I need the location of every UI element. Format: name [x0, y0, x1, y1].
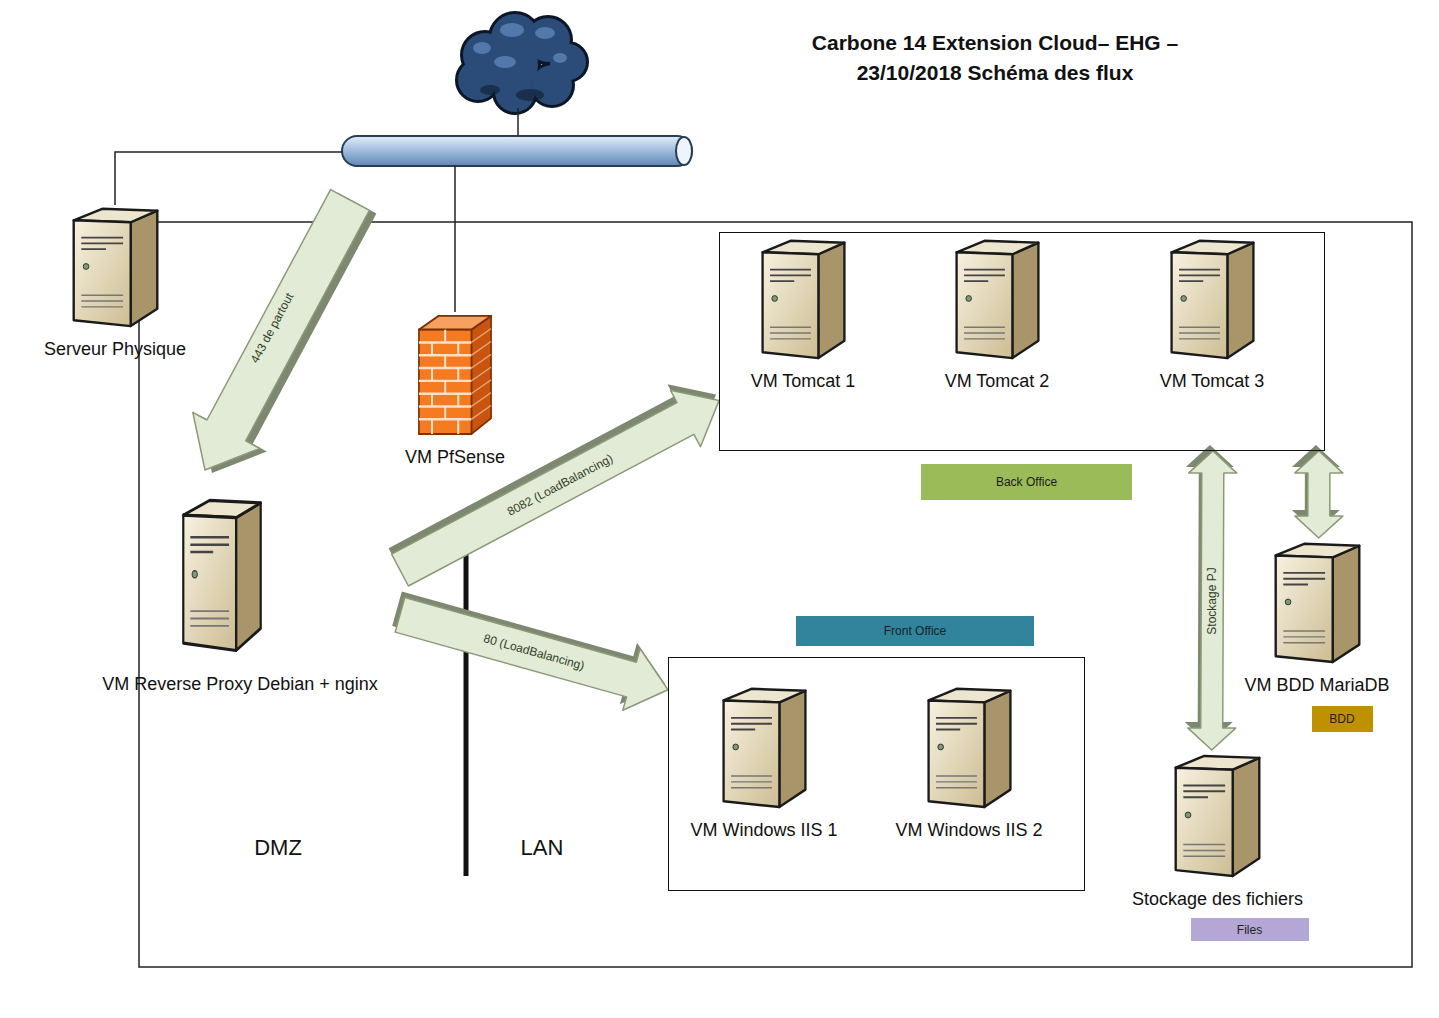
node-label: VM Tomcat 1 — [751, 370, 856, 392]
block-arrow — [392, 592, 668, 711]
arrow-shadow — [392, 592, 665, 705]
edge-label: Stockage PJ — [1205, 567, 1219, 634]
group-box: Front OfficeVM Windows IIS 1VM Windows I… — [668, 657, 1085, 891]
arrow-shadow — [1292, 445, 1340, 532]
arrow-shadow — [1185, 445, 1234, 744]
server-icon — [1270, 538, 1365, 664]
server-node: VM Windows IIS 2 — [879, 683, 1059, 873]
node-label: VM Tomcat 2 — [945, 370, 1050, 392]
tag-band: BDD — [1312, 706, 1373, 732]
node-label: VM Reverse Proxy Debian + nginx — [102, 673, 378, 695]
icon-shape — [762, 241, 844, 358]
node-label: VM PfSense — [405, 446, 505, 468]
server-icon — [757, 235, 850, 360]
block-arrow — [1292, 445, 1343, 538]
arrow-body — [1188, 451, 1237, 750]
icon-shape — [956, 241, 1038, 358]
server-icon — [1170, 750, 1265, 878]
server-node: VM BDD MariaDB BDD — [1232, 538, 1402, 738]
icon-shape — [73, 209, 157, 326]
group-box: Back OfficeVM Tomcat 1VM Tomcat 2VM Tomc… — [719, 232, 1325, 451]
diagram-title: Carbone 14 Extension Cloud– EHG – 23/10/… — [795, 28, 1195, 88]
arrow-body — [1295, 451, 1343, 538]
firewall-link — [454, 166, 456, 312]
server-node: VM PfSense — [385, 308, 525, 473]
server-link — [115, 152, 342, 205]
node-label: VM Tomcat 3 — [1160, 370, 1265, 392]
server-node: VM Windows IIS 1 — [674, 683, 854, 873]
server-node: VM Tomcat 2 — [917, 235, 1077, 410]
firewall-icon — [414, 308, 496, 436]
tag-band: Files — [1191, 918, 1309, 941]
server-node: VM Tomcat 3 — [1132, 235, 1292, 410]
edge-label: 8082 (LoadBalancing) — [504, 452, 614, 519]
server-node: Stockage des fichiersFiles — [1120, 750, 1315, 950]
node-label: VM BDD MariaDB — [1244, 674, 1389, 696]
cloud-boundary — [139, 222, 1412, 967]
server-icon — [178, 493, 266, 653]
cloud-symbol — [458, 14, 586, 112]
arrow-body — [395, 598, 668, 711]
edge-label: 80 (LoadBalancing) — [482, 632, 586, 674]
cloud-link — [517, 108, 519, 137]
block-arrow — [1185, 445, 1237, 750]
server-icon — [718, 683, 811, 809]
node-label: VM Windows IIS 2 — [895, 819, 1042, 841]
network-pipe — [342, 136, 692, 166]
node-label: VM Windows IIS 1 — [690, 819, 837, 841]
icon-shape — [1275, 544, 1359, 662]
zone-label: LAN — [521, 835, 564, 861]
icon-shape — [928, 689, 1010, 807]
server-node: VM Reverse Proxy Debian + nginx — [80, 493, 400, 703]
server-icon — [923, 683, 1016, 809]
icon-shape — [723, 689, 805, 807]
zone-band: Front Office — [796, 616, 1034, 646]
zone-label: DMZ — [254, 835, 302, 861]
node-label: Stockage des fichiers — [1132, 888, 1303, 910]
server-node: Serveur Physique — [30, 203, 200, 368]
icon-shape — [1171, 241, 1253, 358]
icon-shape — [183, 500, 260, 650]
server-icon — [1166, 235, 1259, 360]
server-icon — [951, 235, 1044, 360]
zone-band: Back Office — [921, 464, 1132, 500]
server-node: VM Tomcat 1 — [723, 235, 883, 410]
zone-separator — [464, 545, 469, 876]
block-arrow — [193, 190, 377, 473]
icon-shape — [419, 316, 491, 434]
node-label: Serveur Physique — [44, 338, 186, 360]
server-icon — [68, 203, 163, 328]
icon-shape — [1176, 756, 1260, 876]
